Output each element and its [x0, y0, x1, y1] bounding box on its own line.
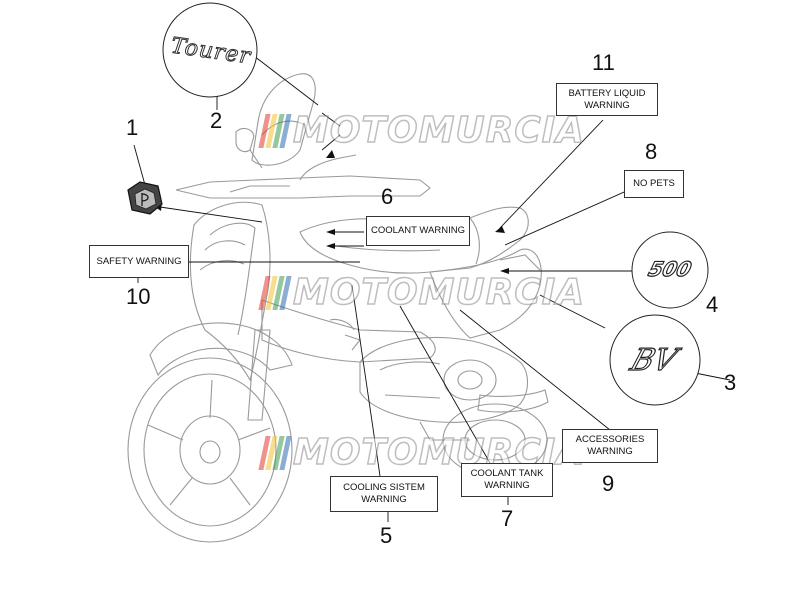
bv-decal: BV [606, 342, 702, 378]
label-line: WARNING [361, 494, 407, 505]
callout-2: 2 [210, 108, 223, 133]
callout-4: 4 [706, 292, 719, 317]
piaggio-badge-icon [127, 181, 163, 215]
label-line: ACCESSORIES [575, 434, 645, 446]
battery-liquid-warning-label: BATTERY LIQUID WARNING [556, 83, 658, 116]
label-line: COOLANT WARNING [371, 225, 465, 237]
coolant-tank-warning-label: COOLANT TANK WARNING [461, 463, 553, 497]
model-500-decal: 500 [636, 254, 704, 284]
label-line: SAFETY WARNING [96, 255, 182, 267]
label-line: COOLING SISTEM [343, 482, 425, 494]
detail-circles [162, 2, 709, 406]
callout-10: 10 [126, 284, 151, 309]
watermark-stripes [258, 275, 292, 310]
callout-1: 1 [126, 115, 139, 140]
label-line: COOLANT TANK [470, 468, 544, 480]
callout-5: 5 [380, 523, 393, 548]
watermark: MOTOMURCIA [258, 271, 586, 314]
bv-decal-text: BV [626, 342, 682, 378]
label-line: WARNING [584, 99, 630, 111]
callout-11: 11 [592, 50, 615, 75]
no-pets-label: NO PETS [624, 170, 684, 198]
coolant-warning-label: COOLANT WARNING [366, 216, 470, 246]
callout-6: 6 [381, 184, 394, 209]
label-line: NO PETS [633, 178, 675, 190]
callout-8: 8 [645, 139, 658, 164]
watermark-stripes [258, 113, 292, 148]
model-500-decal-text: 500 [645, 256, 695, 281]
cooling-system-warning-label: COOLING SISTEM WARNING [330, 476, 438, 512]
accessories-warning-label: ACCESSORIES WARNING [562, 429, 658, 463]
callout-3: 3 [724, 370, 737, 395]
watermark-text: MOTOMURCIA [292, 109, 586, 152]
label-line: WARNING [484, 480, 530, 491]
label-line: BATTERY LIQUID [568, 87, 646, 99]
label-line: WARNING [587, 446, 633, 457]
safety-warning-label: SAFETY WARNING [89, 245, 189, 278]
arrow-heads [152, 150, 509, 274]
callout-7: 7 [501, 506, 514, 531]
watermark-text: MOTOMURCIA [292, 271, 586, 314]
watermark-stripes [258, 435, 292, 470]
callout-9: 9 [602, 471, 615, 496]
watermark: MOTOMURCIA [258, 109, 586, 152]
